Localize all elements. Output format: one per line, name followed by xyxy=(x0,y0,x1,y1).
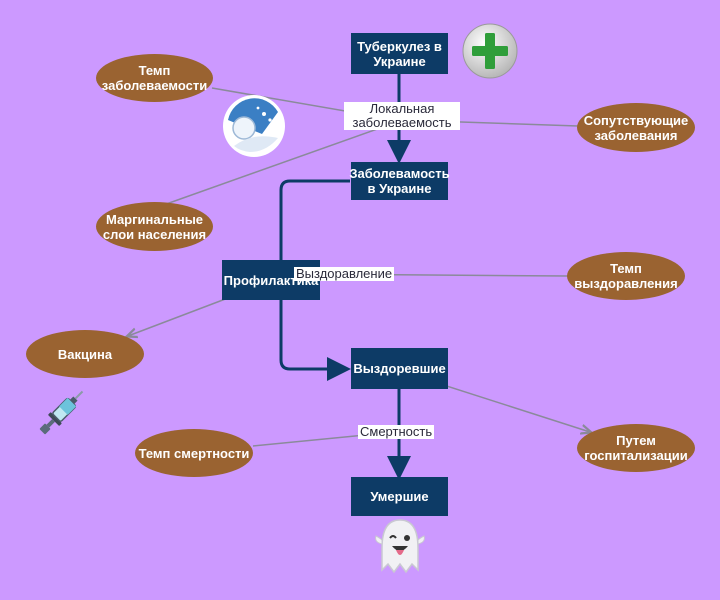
aux-hospitalization[interactable]: Путем госпитализации xyxy=(577,424,695,472)
link-vaccine xyxy=(128,297,229,336)
flow-label-recovery[interactable]: Выздоравление xyxy=(294,266,395,281)
aux-vaccine[interactable]: Вакцина xyxy=(26,330,144,378)
aux-marginal-groups[interactable]: Маргинальные слои населения xyxy=(96,202,213,251)
aux-incidence-rate[interactable]: Темп заболеваемости xyxy=(96,54,213,102)
aux-mortality-rate[interactable]: Темп смертности xyxy=(135,429,253,477)
plus-icon xyxy=(462,23,518,79)
flow-label-local-incidence[interactable]: Локальная заболеваемость xyxy=(344,102,460,130)
syringe-icon xyxy=(39,390,84,435)
stock-incidence-ukraine[interactable]: Заболевамость в Украине xyxy=(349,162,450,200)
flow-label-mortality[interactable]: Смертность xyxy=(358,424,435,439)
snowball-icon xyxy=(223,95,285,157)
stock-recovered[interactable]: Выздоревшие xyxy=(351,348,448,389)
stock-tb-ukraine[interactable]: Туберкулез в Украине xyxy=(351,33,448,74)
aux-recovery-rate[interactable]: Темп выздоравления xyxy=(567,252,685,300)
ghost-icon xyxy=(375,519,425,574)
link-marginal-groups xyxy=(154,122,397,209)
aux-comorbidities[interactable]: Сопутствующие заболевания xyxy=(577,103,695,152)
stock-dead[interactable]: Умершие xyxy=(351,477,448,516)
